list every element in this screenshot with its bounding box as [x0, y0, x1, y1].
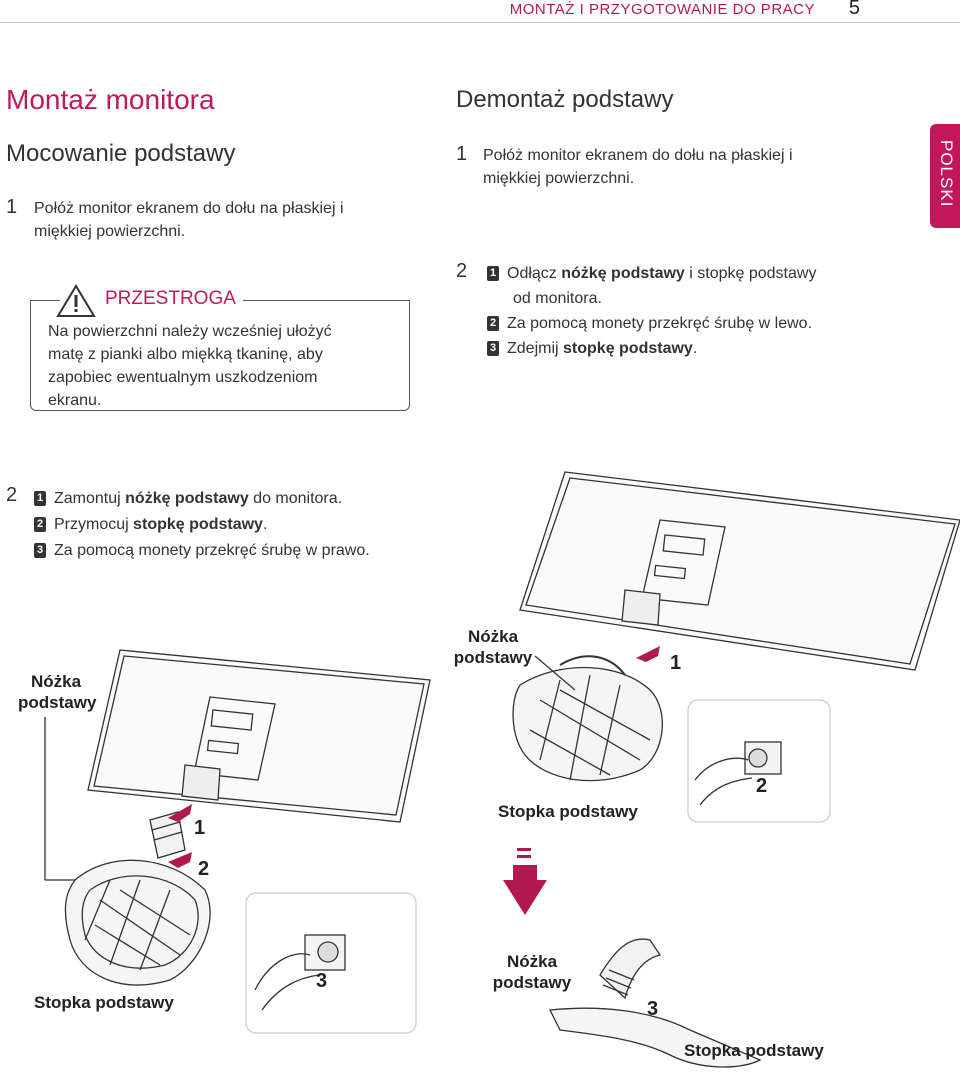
item-text: Za pomocą monety przekręć śrubę w lewo. — [507, 315, 813, 332]
detach-step1-number: 1 — [456, 143, 468, 165]
item-text: do monitora. — [248, 490, 343, 507]
item-text: Odłącz — [507, 265, 562, 282]
caution-rule-right — [243, 300, 409, 301]
right-base-label: Stopka podstawy — [498, 802, 638, 821]
language-tab-label: POLSKI — [937, 140, 956, 208]
header-rule — [0, 22, 960, 23]
right-coin-inset — [687, 699, 831, 823]
page-title: Montaż monitora — [6, 84, 215, 115]
callout-1: 1 — [194, 817, 206, 839]
attach-step2-item: 1 Zamontuj nóżkę podstawy do monitora. — [34, 486, 370, 512]
item-text: i stopkę podstawy — [684, 265, 817, 282]
step-badge: 1 — [487, 266, 499, 282]
item-text: . — [692, 340, 698, 357]
step-badge: 3 — [487, 341, 499, 357]
item-text: . — [262, 516, 268, 533]
language-tab: POLSKI — [930, 124, 960, 228]
detach-step2-item: 3 Zdejmij stopkę podstawy. — [487, 336, 816, 361]
label-line: Nóżka — [30, 672, 82, 691]
detach-step2-item: 2 Za pomocą monety przekręć śrubę w lewo. — [487, 311, 816, 336]
attach-step2-number: 2 — [6, 484, 18, 506]
page-number: 5 — [848, 0, 860, 19]
detach-step1-line1: Połóż monitor ekranem do dołu na płaskie… — [483, 147, 793, 164]
left-monitor-illustration — [87, 649, 431, 823]
detach-step1-line2: miękkiej powierzchni. — [483, 170, 635, 187]
right-neck-label: Nóżka podstawy — [448, 626, 538, 668]
caution-line: zapobiec ewentualnym uszkodzeniom — [48, 369, 318, 386]
item-bold: stopkę podstawy — [133, 516, 263, 533]
warning-icon — [56, 284, 96, 317]
item-bold: stopkę podstawy — [563, 340, 693, 357]
down-arrow-icon — [503, 865, 547, 915]
caution-box — [30, 300, 410, 411]
label-line: Nóżka — [506, 952, 558, 971]
bottom-parts-illustration — [548, 938, 762, 1068]
callout-1b: 1 — [670, 652, 682, 674]
callout-3b: 3 — [647, 998, 659, 1020]
caution-title: PRZESTROGA — [101, 288, 240, 310]
caution-text: Na powierzchni należy wcześniej ułożyć m… — [48, 320, 388, 412]
callout-2: 2 — [198, 858, 210, 880]
section-title: MONTAŻ I PRZYGOTOWANIE DO PRACY — [509, 1, 815, 18]
bottom-neck-label: Nóżka podstawy — [487, 951, 577, 993]
equal-icon — [517, 855, 531, 858]
left-neck-illustration — [149, 811, 186, 859]
equal-icon — [517, 848, 531, 851]
attach-step1-number: 1 — [6, 196, 18, 218]
attach-step1-line2: miękkiej powierzchni. — [34, 223, 186, 240]
arrow-1-icon — [168, 804, 192, 822]
left-base-illustration — [64, 859, 211, 986]
detach-step2-number: 2 — [456, 260, 468, 282]
left-coin-inset — [245, 892, 417, 1034]
item-bold: nóżkę podstawy — [125, 490, 249, 507]
detach-heading: Demontaż podstawy — [456, 86, 674, 113]
arrow-1b-icon — [636, 646, 660, 662]
callout-3: 3 — [316, 970, 328, 992]
item-text: Za pomocą monety przekręć śrubę w prawo. — [54, 542, 370, 559]
detach-step2-item-cont: od monitora. — [513, 290, 602, 307]
label-line: podstawy — [492, 973, 572, 992]
attach-step2-item: 3 Za pomocą monety przekręć śrubę w prawo… — [34, 538, 370, 564]
detach-step1-text: Połóż monitor ekranem do dołu na płaskie… — [483, 144, 793, 190]
left-base-label: Stopka podstawy — [34, 993, 174, 1012]
item-bold: nóżkę podstawy — [561, 265, 685, 282]
callout-2b: 2 — [756, 775, 768, 797]
caution-line: ekranu. — [48, 392, 102, 409]
step-badge: 2 — [487, 316, 499, 332]
detach-step2-item: 1 Odłącz nóżkę podstawy i stopkę podstawy — [487, 261, 816, 286]
right-base-illustration — [512, 655, 663, 782]
caution-rule-left — [30, 300, 60, 301]
caution-line: matę z pianki albo miękką tkaninę, aby — [48, 346, 323, 363]
detach-step2-list: 1 Odłącz nóżkę podstawy i stopkę podstawy… — [487, 261, 816, 361]
caution-line: Na powierzchni należy wcześniej ułożyć — [48, 323, 332, 340]
item-text: Przymocuj — [54, 516, 134, 533]
right-monitor-illustration — [519, 471, 960, 671]
assembly-arrows — [168, 646, 660, 915]
label-line: podstawy — [18, 693, 97, 712]
attach-step1-line1: Połóż monitor ekranem do dołu na płaskie… — [34, 200, 344, 217]
attach-heading: Mocowanie podstawy — [6, 140, 236, 167]
attach-step2-item: 2 Przymocuj stopkę podstawy. — [34, 512, 370, 538]
step-badge: 2 — [34, 517, 46, 533]
bottom-base-label: Stopka podstawy — [684, 1041, 824, 1060]
attach-step1-text: Połóż monitor ekranem do dołu na płaskie… — [34, 197, 344, 243]
item-text: Zamontuj — [54, 490, 126, 507]
left-neck-label: Nóżka podstawy — [18, 671, 97, 713]
arrow-2-icon — [168, 852, 192, 868]
step-badge: 1 — [34, 491, 46, 507]
step-badge: 3 — [34, 543, 46, 559]
item-text: Zdejmij — [507, 340, 564, 357]
label-line: podstawy — [453, 648, 533, 667]
label-line: Nóżka — [467, 627, 519, 646]
